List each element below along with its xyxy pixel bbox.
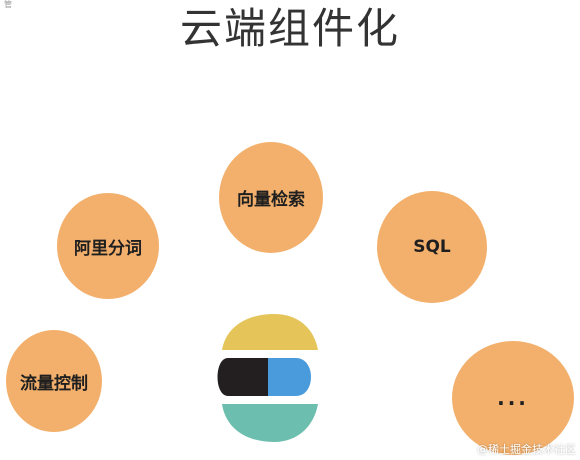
page-title: 云端组件化 [179, 4, 400, 53]
bubble-ali-segmentation: 阿里分词 [57, 193, 159, 299]
bubble-more: ... [452, 341, 574, 455]
logo-bottom-segment [222, 404, 318, 442]
logo-middle-left-segment [217, 358, 268, 396]
corner-mark: 管 [4, 0, 12, 9]
bubble-flow-control: 流量控制 [6, 330, 102, 432]
logo-top-segment [222, 314, 318, 350]
watermark: @稀土掘金技术社区 [477, 443, 576, 456]
bubble-vector-search: 向量检索 [219, 142, 323, 253]
logo-middle-right-segment [268, 358, 311, 396]
bubble-sql: SQL [377, 191, 487, 303]
elasticsearch-logo-icon [217, 314, 318, 442]
